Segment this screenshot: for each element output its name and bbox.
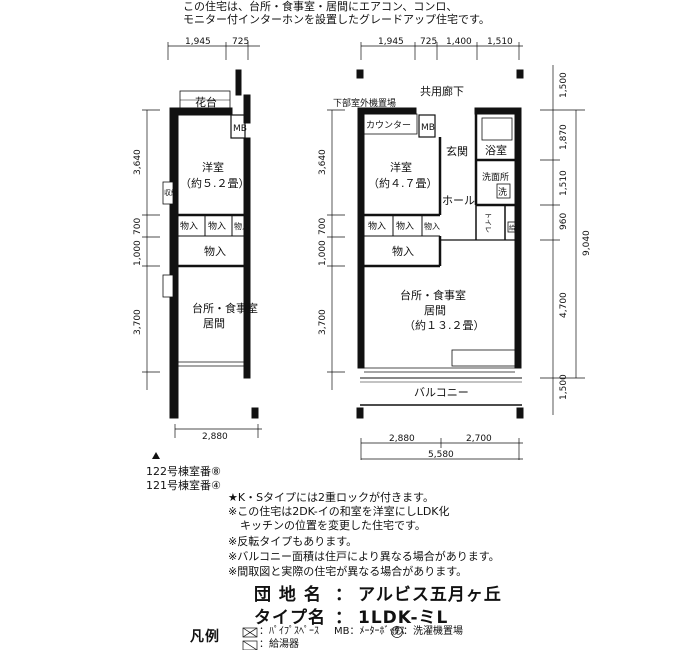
header-line-2: モニター付インターホンを設置したグレードアップ住宅です。 bbox=[183, 13, 490, 26]
legend-mb: MB：ﾒｰﾀｰﾎﾞｯｸｽ bbox=[334, 626, 405, 637]
right-yoshitsu-label: 洋室 bbox=[390, 160, 412, 174]
right-dim-top-1: 1,945 bbox=[378, 37, 404, 47]
right-dim-right-6: 1,500 bbox=[559, 374, 569, 400]
left-plan bbox=[142, 42, 262, 438]
hall-label: ホール bbox=[442, 194, 475, 207]
caption-line-2: 121号棟室番④ bbox=[146, 478, 221, 492]
right-dim-left-3: 1,000 bbox=[318, 240, 328, 266]
legend-kyu: ：給湯器 bbox=[259, 639, 299, 650]
right-dim-left-1: 3,640 bbox=[318, 149, 328, 175]
left-yoshitsu-label: 洋室 bbox=[202, 160, 224, 174]
left-closet-big: 物入 bbox=[204, 244, 226, 258]
left-dim-left-3: 1,000 bbox=[133, 240, 143, 266]
legend-sen-mark: 洗 bbox=[392, 627, 400, 636]
right-dim-right-5: 4,700 bbox=[559, 292, 569, 318]
right-mb-label: MB bbox=[421, 123, 435, 133]
washer-mark-icon bbox=[391, 626, 403, 638]
type-colon: ： bbox=[335, 608, 353, 628]
right-plan bbox=[327, 42, 585, 460]
genkan-label: 玄関 bbox=[446, 144, 468, 158]
right-dim-bottom-total: 5,580 bbox=[428, 450, 454, 460]
left-kitchen-label: 台所・食事室 bbox=[192, 301, 258, 315]
left-closet-3: 物入 bbox=[234, 221, 250, 231]
danchi-colon: ： bbox=[335, 585, 353, 605]
balcony-label: バルコニー bbox=[414, 386, 469, 399]
right-dim-left-2: 700 bbox=[318, 218, 328, 235]
left-dim-top-1: 1,945 bbox=[185, 37, 211, 47]
ldk-area: （約１３.２畳） bbox=[404, 318, 485, 332]
right-dim-top-4: 1,510 bbox=[487, 37, 513, 47]
note-6: ※間取図と実際の住宅が異なる場合があります。 bbox=[228, 565, 468, 578]
sen-mark: 洗 bbox=[498, 186, 507, 198]
legend-symbols bbox=[242, 626, 403, 650]
right-dim-right-1: 1,500 bbox=[559, 72, 569, 98]
right-closet-3: 物入 bbox=[424, 221, 440, 231]
note-3: キッチンの位置を変更した住宅です。 bbox=[240, 519, 426, 532]
type-value: 1LDK-ミL bbox=[358, 608, 449, 628]
outdoor-unit-label: 下部室外機置場 bbox=[333, 97, 396, 109]
senmenjo-label: 洗面所 bbox=[482, 171, 509, 183]
left-dim-left-4: 3,700 bbox=[133, 309, 143, 335]
right-dim-top-2: 725 bbox=[420, 37, 437, 47]
left-living-label: 居間 bbox=[203, 317, 225, 330]
right-dim-right-3: 1,510 bbox=[559, 170, 569, 196]
north-marker-icon bbox=[152, 452, 160, 459]
legend-title: 凡例 bbox=[190, 629, 220, 645]
legend-ps: ：ﾊﾟｲﾌﾟｽﾍﾟｰｽ bbox=[259, 626, 319, 637]
right-dim-top-3: 1,400 bbox=[446, 37, 472, 47]
right-dim-bottom-1: 2,880 bbox=[389, 434, 415, 444]
danchi-label: 団 地 名 bbox=[254, 585, 322, 605]
kyu-mark: 給 bbox=[509, 224, 515, 232]
right-dim-right-4: 960 bbox=[559, 213, 569, 230]
left-kadai-label: 花台 bbox=[195, 95, 217, 109]
danchi-value: アルビス五月ヶ丘 bbox=[358, 585, 502, 605]
right-dim-left-4: 3,700 bbox=[318, 309, 328, 335]
water-heater-icon bbox=[242, 640, 258, 650]
ldk-label-1: 台所・食事室 bbox=[400, 288, 466, 302]
right-closet-2: 物入 bbox=[396, 220, 414, 232]
right-closet-big: 物入 bbox=[392, 244, 414, 258]
right-yoshitsu-area: （約４.７畳） bbox=[368, 176, 438, 190]
right-closet-1: 物入 bbox=[368, 220, 386, 232]
left-closet-1: 物入 bbox=[180, 220, 198, 232]
legend-sen: ：洗濯機置場 bbox=[403, 626, 463, 637]
note-2: ※この住宅は2DK-イの和室を洋室にしLDK化 bbox=[228, 505, 450, 518]
header-line-1: この住宅は、台所・食事室・居間にエアコン、コンロ、 bbox=[183, 0, 458, 13]
caption-line-1: 122号棟室番⑧ bbox=[146, 464, 221, 478]
left-dim-bottom: 2,880 bbox=[202, 432, 228, 442]
left-dim-left-2: 700 bbox=[133, 218, 143, 235]
left-dim-top-2: 725 bbox=[232, 37, 249, 47]
right-dim-bottom-2: 2,700 bbox=[466, 434, 492, 444]
left-mb-label: MB bbox=[233, 124, 247, 134]
counter-label: カウンター bbox=[366, 120, 411, 131]
ldk-label-2: 居間 bbox=[424, 304, 446, 317]
left-closet-2: 物入 bbox=[208, 220, 226, 232]
toilet-label: トイレ bbox=[484, 212, 492, 233]
note-5: ※バルコニー面積は住戸により異なる場合があります。 bbox=[228, 550, 500, 563]
right-dim-right-2: 1,870 bbox=[559, 124, 569, 150]
type-label: タイプ名 bbox=[254, 608, 326, 628]
left-yoshitsu-area: （約５.２畳） bbox=[180, 176, 250, 190]
left-dim-left-1: 3,640 bbox=[133, 149, 143, 175]
pipe-space-icon bbox=[242, 627, 258, 638]
note-4: ※反転タイプもあります。 bbox=[228, 535, 358, 548]
left-shuno-label: 収納 bbox=[164, 188, 178, 197]
note-1: ★K・Sタイプには2重ロックが付きます。 bbox=[228, 491, 434, 504]
corridor-label: 共用廊下 bbox=[420, 84, 464, 98]
right-dim-right-total: 9,040 bbox=[582, 230, 592, 256]
yokushitsu-label: 浴室 bbox=[485, 143, 507, 157]
